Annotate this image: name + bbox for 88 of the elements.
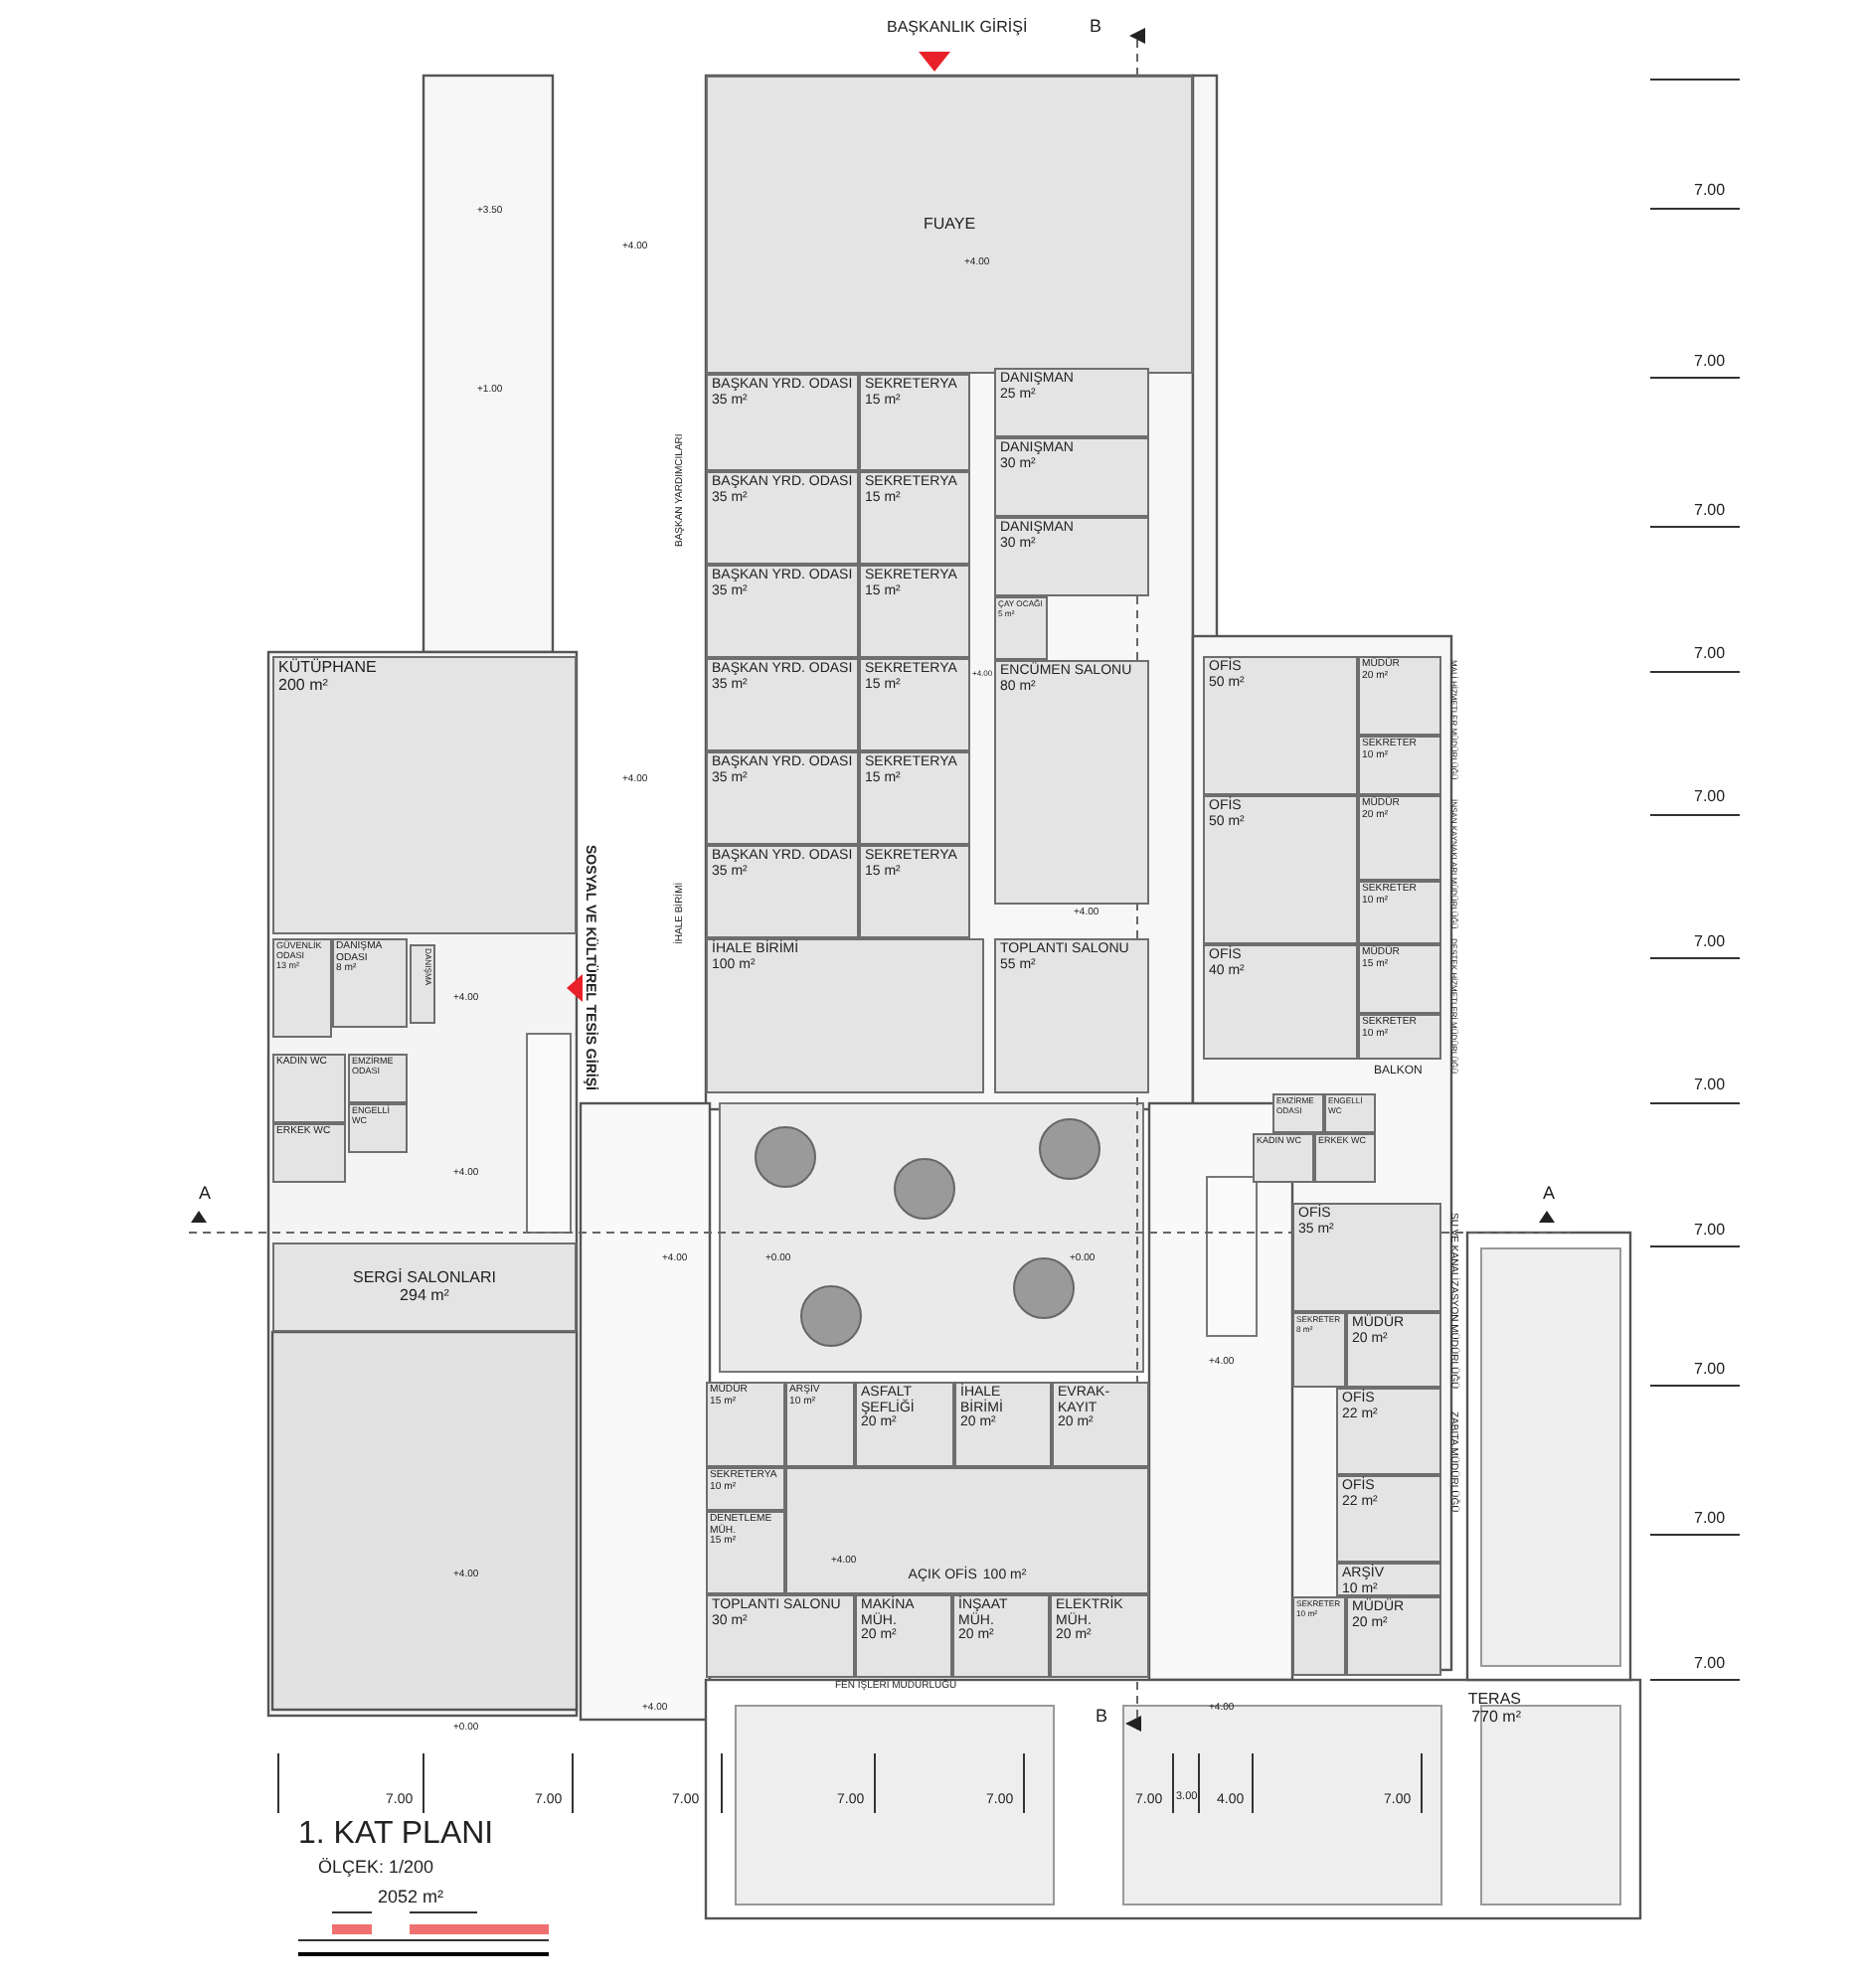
dimension-value: 7.00: [1694, 503, 1726, 519]
room: [1314, 1133, 1376, 1183]
room: [706, 565, 859, 658]
room: [348, 1054, 408, 1103]
dimension-value: 7.00: [1694, 1077, 1726, 1093]
room: [1358, 944, 1441, 1014]
room: [855, 1594, 952, 1678]
room: [1253, 1133, 1314, 1183]
room: [1358, 795, 1441, 881]
plan-scale: ÖLÇEK: 1/200: [318, 1859, 434, 1877]
dimension-value: 7.00: [1694, 1223, 1726, 1239]
room: [706, 76, 1193, 374]
room: [859, 845, 970, 938]
dimension-value: 7.00: [1694, 1656, 1726, 1672]
room: [706, 1594, 855, 1678]
room: [272, 1054, 346, 1123]
room: [706, 471, 859, 565]
room: [859, 658, 970, 751]
room: [1292, 1312, 1346, 1388]
room: [994, 368, 1149, 437]
dimension-value: 7.00: [1694, 646, 1726, 662]
room-area: 770 m²: [1471, 1709, 1521, 1728]
dimension-value: 7.00: [1694, 183, 1726, 199]
section-mark: A: [1543, 1185, 1556, 1203]
room: [272, 1242, 577, 1332]
room-area: 200 m²: [278, 677, 571, 696]
section-mark: A: [199, 1185, 212, 1203]
room: [994, 938, 1149, 1093]
room: [1052, 1382, 1149, 1467]
room: [855, 1382, 954, 1467]
room: [1358, 656, 1441, 736]
dimension-value: 7.00: [1694, 789, 1726, 805]
room: [1336, 1563, 1441, 1596]
room: [706, 1511, 785, 1594]
room: [1203, 944, 1358, 1060]
room: [706, 938, 984, 1093]
room: [272, 938, 332, 1038]
room: [785, 1382, 855, 1467]
room: [332, 938, 408, 1028]
room: [785, 1467, 1149, 1594]
room: [994, 660, 1149, 905]
room: [410, 944, 435, 1024]
room: [272, 1123, 346, 1183]
room: [859, 374, 970, 471]
room: [1336, 1475, 1441, 1563]
plan-title: 1. KAT PLANI: [298, 1819, 494, 1851]
room: [706, 374, 859, 471]
room: [952, 1594, 1050, 1678]
room: [706, 751, 859, 845]
room: [272, 656, 577, 934]
room: [859, 751, 970, 845]
room: [1203, 795, 1358, 944]
room-name: KÜTÜPHANE: [278, 660, 379, 678]
room: [1358, 736, 1441, 795]
room: [706, 1382, 785, 1467]
room: [706, 658, 859, 751]
room: [1203, 656, 1358, 795]
room: [706, 845, 859, 938]
room: [1346, 1596, 1441, 1676]
room: [859, 471, 970, 565]
room: [994, 517, 1149, 596]
plan-area: 2052 m²: [378, 1889, 444, 1906]
room: [954, 1382, 1052, 1467]
room-area: 294 m²: [400, 1287, 449, 1305]
room-name: FUAYE: [923, 216, 976, 234]
room: [1346, 1312, 1441, 1388]
room-name: TERAS: [1467, 1692, 1521, 1710]
room: [1358, 1014, 1441, 1060]
room: [859, 565, 970, 658]
room: [1050, 1594, 1149, 1678]
room: [1324, 1093, 1376, 1133]
room: [706, 1467, 785, 1511]
room: [994, 437, 1149, 517]
room: [348, 1103, 408, 1153]
room-name: SERGİ SALONLARI: [352, 1269, 497, 1287]
room: [994, 596, 1048, 660]
section-mark: B: [1090, 18, 1102, 36]
room: [1292, 1596, 1346, 1676]
room: [1292, 1203, 1441, 1312]
section-mark: B: [1096, 1708, 1108, 1726]
dimension-value: 7.00: [1694, 934, 1726, 950]
dimension-value: 7.00: [1694, 354, 1726, 370]
room: [1358, 881, 1441, 944]
entrance-label: BAŞKANLIK GİRİŞİ: [887, 20, 1028, 36]
dimension-value: 7.00: [1694, 1362, 1726, 1378]
dimension-value: 7.00: [1694, 1511, 1726, 1527]
room: [1336, 1388, 1441, 1475]
room: [1272, 1093, 1324, 1133]
